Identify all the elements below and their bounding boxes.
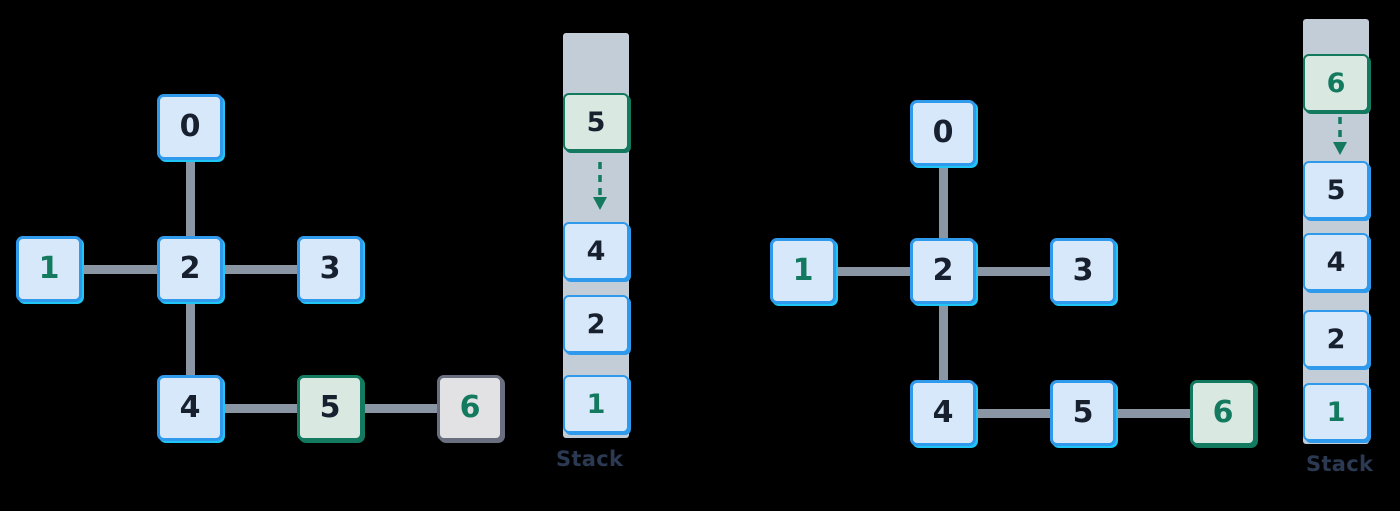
graph-edge-n4-n5 <box>976 409 1050 418</box>
graph-edge-n0-n2 <box>939 166 948 238</box>
graph-node-0[interactable]: 0 <box>910 100 976 166</box>
graph-node-4[interactable]: 4 <box>910 380 976 446</box>
graph-node-5[interactable]: 5 <box>1050 380 1116 446</box>
stack-cell-4[interactable]: 4 <box>1303 233 1369 291</box>
stack-cell-6[interactable]: 6 <box>1303 54 1369 112</box>
graph-node-0[interactable]: 0 <box>157 94 223 160</box>
stack-push-arrow-icon <box>593 162 607 210</box>
stack-cell-1[interactable]: 1 <box>563 375 629 433</box>
graph-edge-n1-n2 <box>82 265 157 274</box>
graph-edge-n2-n3 <box>223 265 297 274</box>
stack-cell-5[interactable]: 5 <box>563 93 629 151</box>
stack-cell-5[interactable]: 5 <box>1303 161 1369 219</box>
stack-cell-2[interactable]: 2 <box>563 295 629 353</box>
graph-edge-n2-n4 <box>186 302 195 375</box>
graph-node-1[interactable]: 1 <box>770 238 836 304</box>
graph-edge-n2-n3 <box>976 267 1050 276</box>
graph-node-2[interactable]: 2 <box>910 238 976 304</box>
graph-edge-n4-n5 <box>223 404 297 413</box>
graph-node-3[interactable]: 3 <box>1050 238 1116 304</box>
graph-node-3[interactable]: 3 <box>297 236 363 302</box>
graph-node-5[interactable]: 5 <box>297 375 363 441</box>
graph-node-6[interactable]: 6 <box>1190 380 1256 446</box>
stack-cell-2[interactable]: 2 <box>1303 310 1369 368</box>
graph-node-6[interactable]: 6 <box>437 375 503 441</box>
graph-edge-n5-n6 <box>363 404 437 413</box>
stack-label: Stack <box>1306 452 1374 476</box>
graph-node-1[interactable]: 1 <box>16 236 82 302</box>
stack-push-arrow-icon <box>1333 117 1347 155</box>
graph-node-4[interactable]: 4 <box>157 375 223 441</box>
graph-edge-n0-n2 <box>186 160 195 236</box>
graph-edge-n2-n4 <box>939 304 948 380</box>
graph-node-2[interactable]: 2 <box>157 236 223 302</box>
stack-cell-1[interactable]: 1 <box>1303 383 1369 441</box>
stack-label: Stack <box>556 447 624 471</box>
graph-edge-n1-n2 <box>836 267 910 276</box>
stack-cell-4[interactable]: 4 <box>563 222 629 280</box>
graph-edge-n5-n6 <box>1116 409 1190 418</box>
